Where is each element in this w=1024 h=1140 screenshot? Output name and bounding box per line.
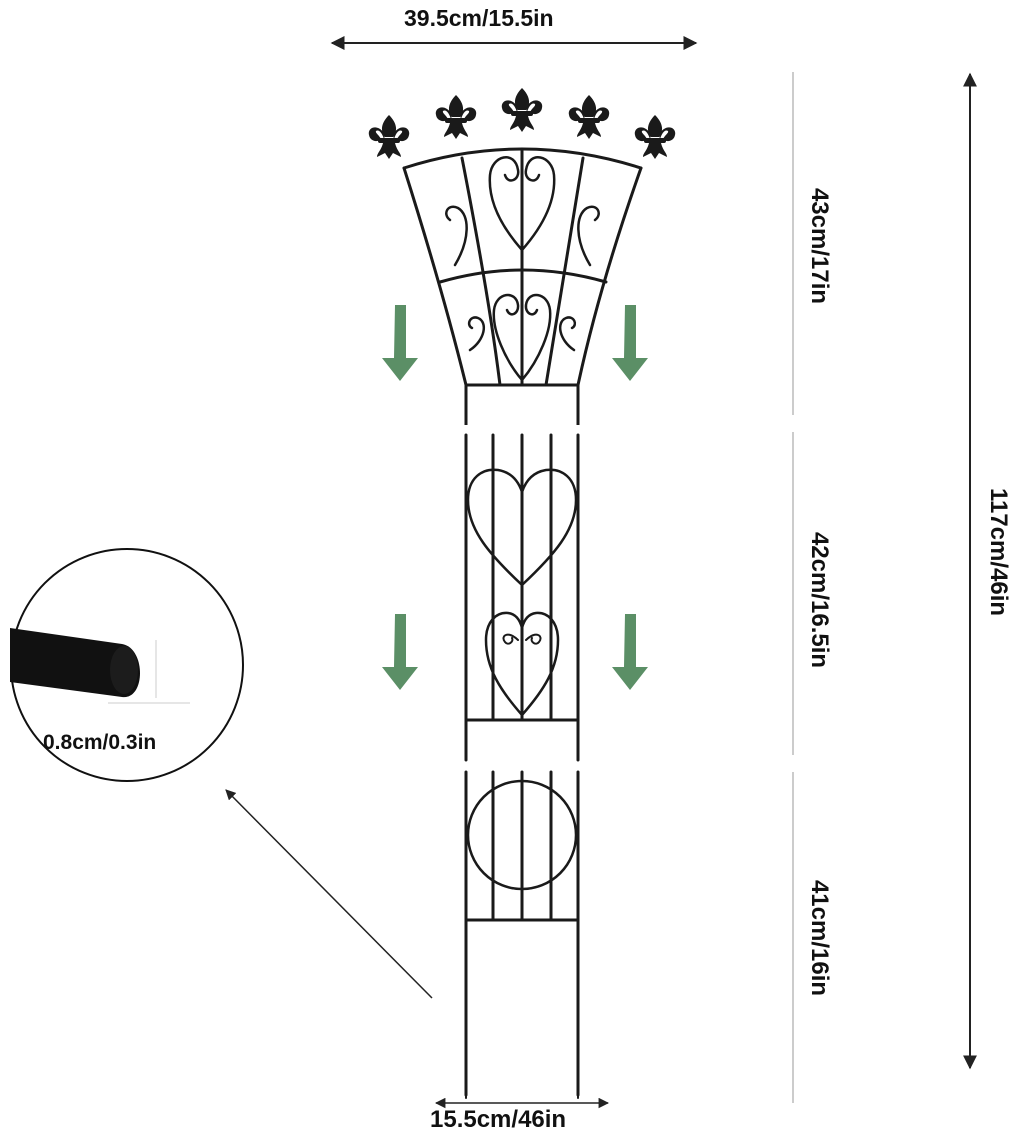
- bottom-width-label: 15.5cm/46in: [430, 1106, 567, 1133]
- bottom-section-height-label: 41cm/16in: [806, 879, 833, 997]
- arrow-down-icon: [382, 305, 648, 690]
- trellis-top-section: [402, 147, 643, 387]
- wire-diameter-label: 0.8cm/0.3in: [43, 731, 157, 754]
- top-section-height-label: 43cm/17in: [806, 187, 833, 305]
- total-height-label: 117cm/46in: [985, 487, 1012, 617]
- trellis-connectors: [464, 385, 580, 425]
- trellis-bottom-section: [464, 770, 580, 1099]
- middle-section-height-label: 42cm/16.5in: [806, 531, 833, 669]
- top-width-label: 39.5cm/15.5in: [404, 5, 554, 31]
- wire-diameter-detail: [10, 548, 433, 999]
- trellis-middle-section: [464, 433, 580, 762]
